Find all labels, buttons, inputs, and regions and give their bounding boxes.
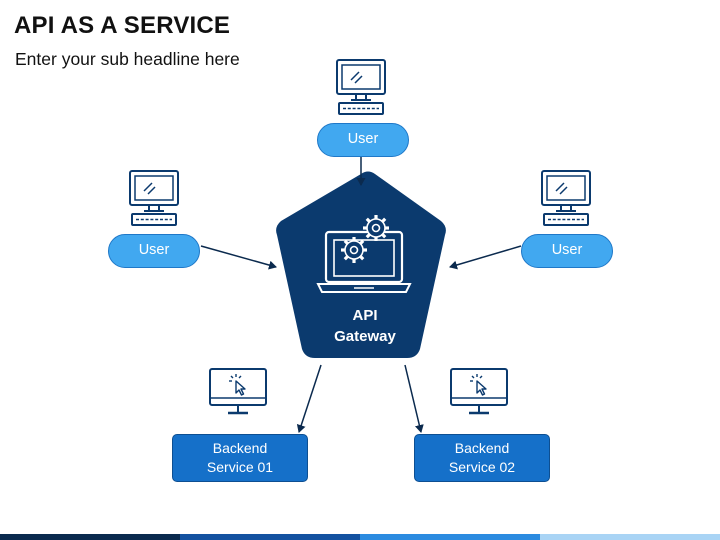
desktop-computer-icon [541,170,591,226]
monitor-cursor-icon [208,367,268,415]
backend-service-02-line-1: Backend [454,440,510,456]
arrow-backend-1 [296,364,322,433]
user-node-right: User [521,234,613,268]
arrow-backend-2 [404,364,424,433]
page-subtitle: Enter your sub headline here [15,49,240,69]
backend-service-01-line-2: Service 01 [206,459,274,475]
api-gateway-line-1: API [352,307,378,324]
backend-service-02: Backend Service 02 [414,434,550,482]
api-gateway-line-2: Gateway [334,328,396,345]
monitor-cursor-icon [449,367,509,415]
laptop-gears-icon [316,213,412,293]
api-gateway-label: API Gateway [310,305,420,347]
user-node-top: User [317,123,409,157]
page-title: API AS A SERVICE [14,12,231,39]
footer-color-bar [0,534,720,540]
desktop-computer-icon [129,170,179,226]
desktop-computer-icon [336,59,386,115]
backend-service-01: Backend Service 01 [172,434,308,482]
arrow-user-left [200,245,277,270]
backend-service-01-line-1: Backend [212,440,268,456]
arrow-user-right [449,245,522,270]
api-gateway-pentagon [276,171,446,358]
user-node-left: User [108,234,200,268]
backend-service-02-line-2: Service 02 [448,459,516,475]
